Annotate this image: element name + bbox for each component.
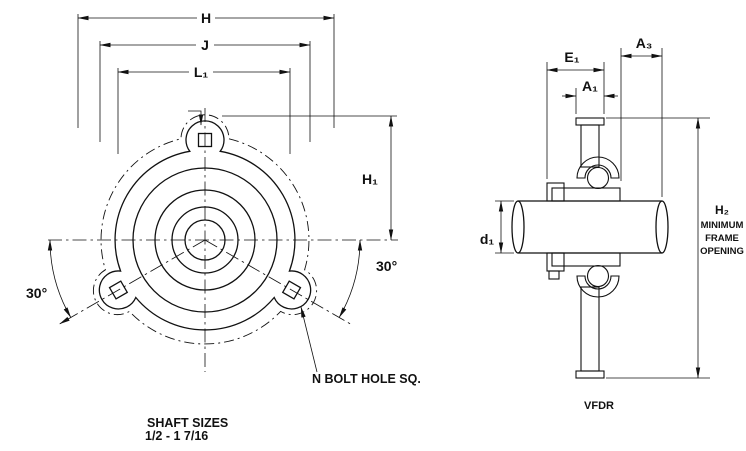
bolt-hole-squares [108,132,302,300]
top-square-leader [188,110,204,126]
dimension-h: H [77,10,335,128]
dim-label-e1: E₁ [564,49,579,65]
dim-label-l1: L₁ [194,64,209,80]
flange-plate [575,117,605,379]
centerlines [48,108,398,372]
dim-label-j: J [201,37,209,53]
dimension-e1: E₁ [546,49,605,179]
dim-label-a1: A₁ [582,78,598,94]
dim-label-h: H [201,10,211,26]
shaft [511,200,669,254]
shaft-section [184,219,226,261]
angle-label-left: 30° [26,285,47,301]
dimension-h2: H₂ MINIMUM FRAME OPENING [606,117,744,379]
dimension-d1: d₁ [480,200,514,254]
bolt-hole-square-left [108,280,129,300]
bearing-outer-ring [576,156,620,298]
shaft-sizes-note: SHAFT SIZES 1/2 - 1 7/16 [145,416,228,443]
front-view: H J L₁ H₁ 30° [26,10,421,443]
dimension-h1: H₁ [222,115,397,241]
bolt-hole-square-right [281,280,302,300]
dim-label-d1: d₁ [480,231,495,247]
dim-label-h1: H₁ [362,171,378,187]
dim-label-h2: H₂ [715,203,729,217]
flange-outline [98,120,312,331]
dim-label-a3: A₃ [636,35,653,51]
side-view: E₁ A₃ A₁ d₁ H₂ MINIMUM [480,35,744,412]
dimension-a1: A₁ [562,78,618,114]
shaft-end-left [511,200,525,254]
shaft-sizes-title: SHAFT SIZES [147,416,228,430]
angle-label-right: 30° [376,258,397,274]
dimension-l1: L₁ [117,64,291,154]
bolt-hole-note-label: N BOLT HOLE SQ. [312,372,421,386]
bolt-hole-note: N BOLT HOLE SQ. [300,306,421,386]
frame-note-line-2: FRAME [705,233,739,244]
dimension-a3: A₃ [620,35,663,197]
flange-phantom-outline [92,114,318,345]
bearing-circles [132,167,278,313]
dimension-angle-right: 30° [338,239,397,318]
frame-note-line-3: OPENING [700,246,744,257]
shaft-sizes-range: 1/2 - 1 7/16 [145,429,208,443]
set-screw [548,270,560,280]
shaft-end-right [655,200,669,254]
model-label: VFDR [584,400,614,412]
bolt-hole-square-top [197,132,213,148]
dimension-j: J [99,37,311,142]
dimension-angle-left: 30° [26,239,72,318]
frame-note-line-1: MINIMUM [701,220,744,231]
